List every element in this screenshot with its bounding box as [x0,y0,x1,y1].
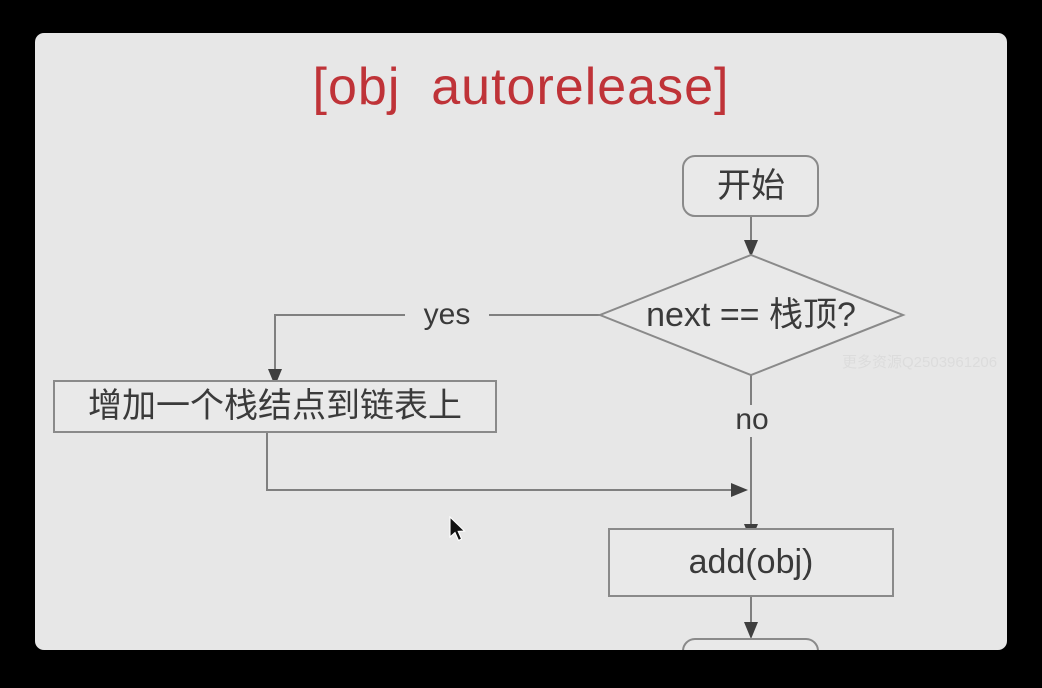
yes-label-backdrop [405,299,489,331]
watermark-text: 更多资源Q2503961206 [842,354,998,371]
node-add-obj-label: add(obj) [689,543,814,581]
node-decision[interactable]: next == 栈顶? [597,253,906,377]
edge-decision-no [744,375,758,541]
slide-panel: [obj autorelease] yes no [35,33,1007,650]
node-start[interactable]: 开始 [682,155,819,217]
edge-label-yes: yes [424,298,471,331]
edge-start-to-decision [744,216,758,257]
page-title: [obj autorelease] [312,58,730,116]
flowchart-canvas: yes no 开始 [53,155,906,650]
edge-addobj-to-next [744,596,758,639]
node-start-label: 开始 [717,167,785,205]
edge-label-no: no [735,403,768,436]
node-add-stack-node-label: 增加一个栈结点到链表上 [88,387,462,425]
node-add-stack-node[interactable]: 增加一个栈结点到链表上 [53,380,497,433]
node-decision-label: next == 栈顶? [646,296,856,334]
edge-addnode-to-merge [266,432,748,497]
no-label-backdrop [729,405,775,437]
node-next-step-clipped[interactable] [682,638,819,650]
node-add-obj[interactable]: add(obj) [608,528,894,597]
